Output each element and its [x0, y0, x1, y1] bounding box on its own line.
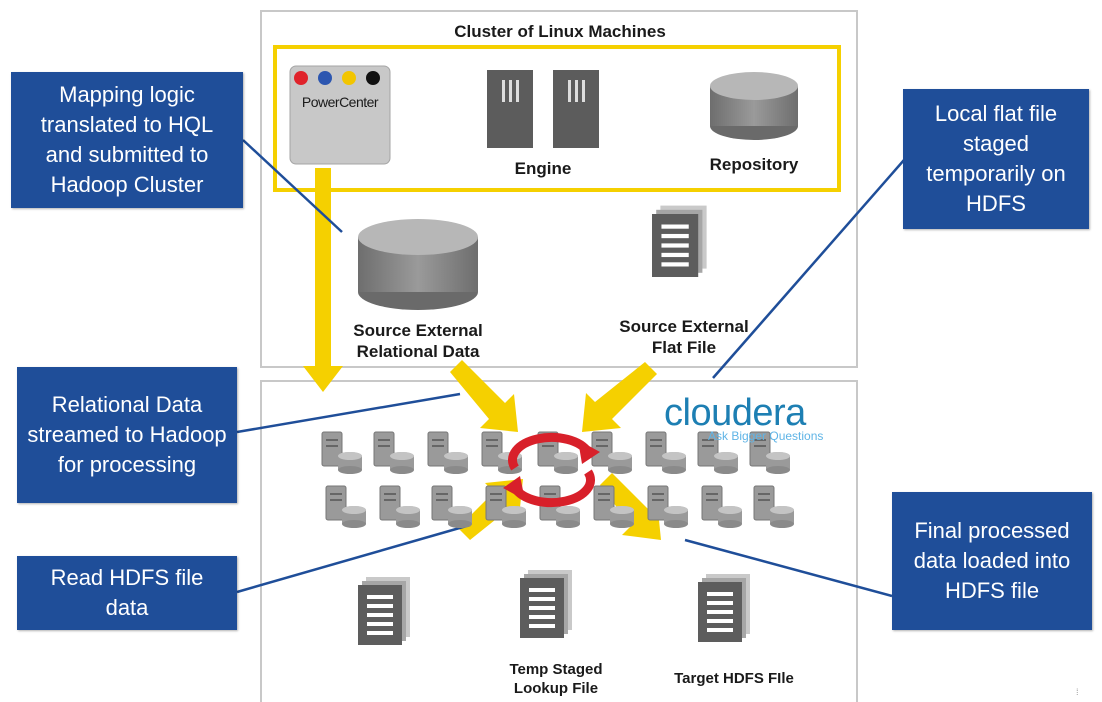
target-hdfs-file-icon — [698, 574, 750, 642]
repository-cylinder-icon — [710, 72, 798, 140]
engine-label: Engine — [514, 159, 572, 178]
hadoop-node-icon — [539, 485, 581, 529]
target-hdfs-file-label: Target HDFS FIle — [674, 670, 794, 687]
cycle-arrowhead-icon — [578, 440, 600, 464]
callout-read-hdfs: Read HDFS file data — [17, 556, 237, 630]
callout-mapping-logic: Mapping logic translated to HQL and subm… — [11, 72, 243, 208]
hadoop-node-icon — [431, 485, 473, 529]
hadoop-node-icon — [753, 485, 795, 529]
hadoop-node-icon — [321, 431, 363, 475]
repository-label: Repository — [709, 155, 799, 174]
temp-lookup-file-label: Temp Staged Lookup File — [509, 661, 603, 697]
callout-local-flat-file: Local flat file staged temporarily on HD… — [903, 89, 1089, 229]
cloudera-logo: cloudera — [664, 392, 806, 434]
hadoop-node-icon — [645, 431, 687, 475]
hdfs-input-file-icon — [358, 577, 410, 645]
callout-connectors — [236, 139, 905, 598]
engine-servers-icon — [487, 70, 599, 148]
cloudera-tagline: Ask Bigger Questions — [708, 429, 824, 443]
powercenter-label: PowerCenter — [301, 94, 379, 110]
temp-lookup-file-icon — [520, 570, 572, 638]
server-tier-box — [273, 45, 841, 192]
source-relational-cylinder-icon — [358, 219, 478, 310]
hadoop-node-icon — [373, 431, 415, 475]
source-flat-file-icon — [652, 205, 707, 277]
callout-final-processed: Final processed data loaded into HDFS fi… — [892, 492, 1092, 630]
source-relational-label: Source External Relational Data — [353, 321, 483, 361]
hadoop-node-icon — [427, 431, 469, 475]
callout-relational-stream: Relational Data streamed to Hadoop for p… — [17, 367, 237, 503]
cluster-title: Cluster of Linux Machines — [454, 22, 666, 41]
hadoop-node-icon — [325, 485, 367, 529]
hadoop-node-icon — [701, 485, 743, 529]
hadoop-nodes — [321, 431, 795, 529]
corner-mark: ⁞ — [1076, 687, 1079, 697]
cycle-arrowhead-icon — [503, 476, 525, 500]
source-flat-label: Source External Flat File — [619, 317, 749, 357]
hadoop-node-icon — [379, 485, 421, 529]
powercenter-logo — [289, 65, 391, 165]
